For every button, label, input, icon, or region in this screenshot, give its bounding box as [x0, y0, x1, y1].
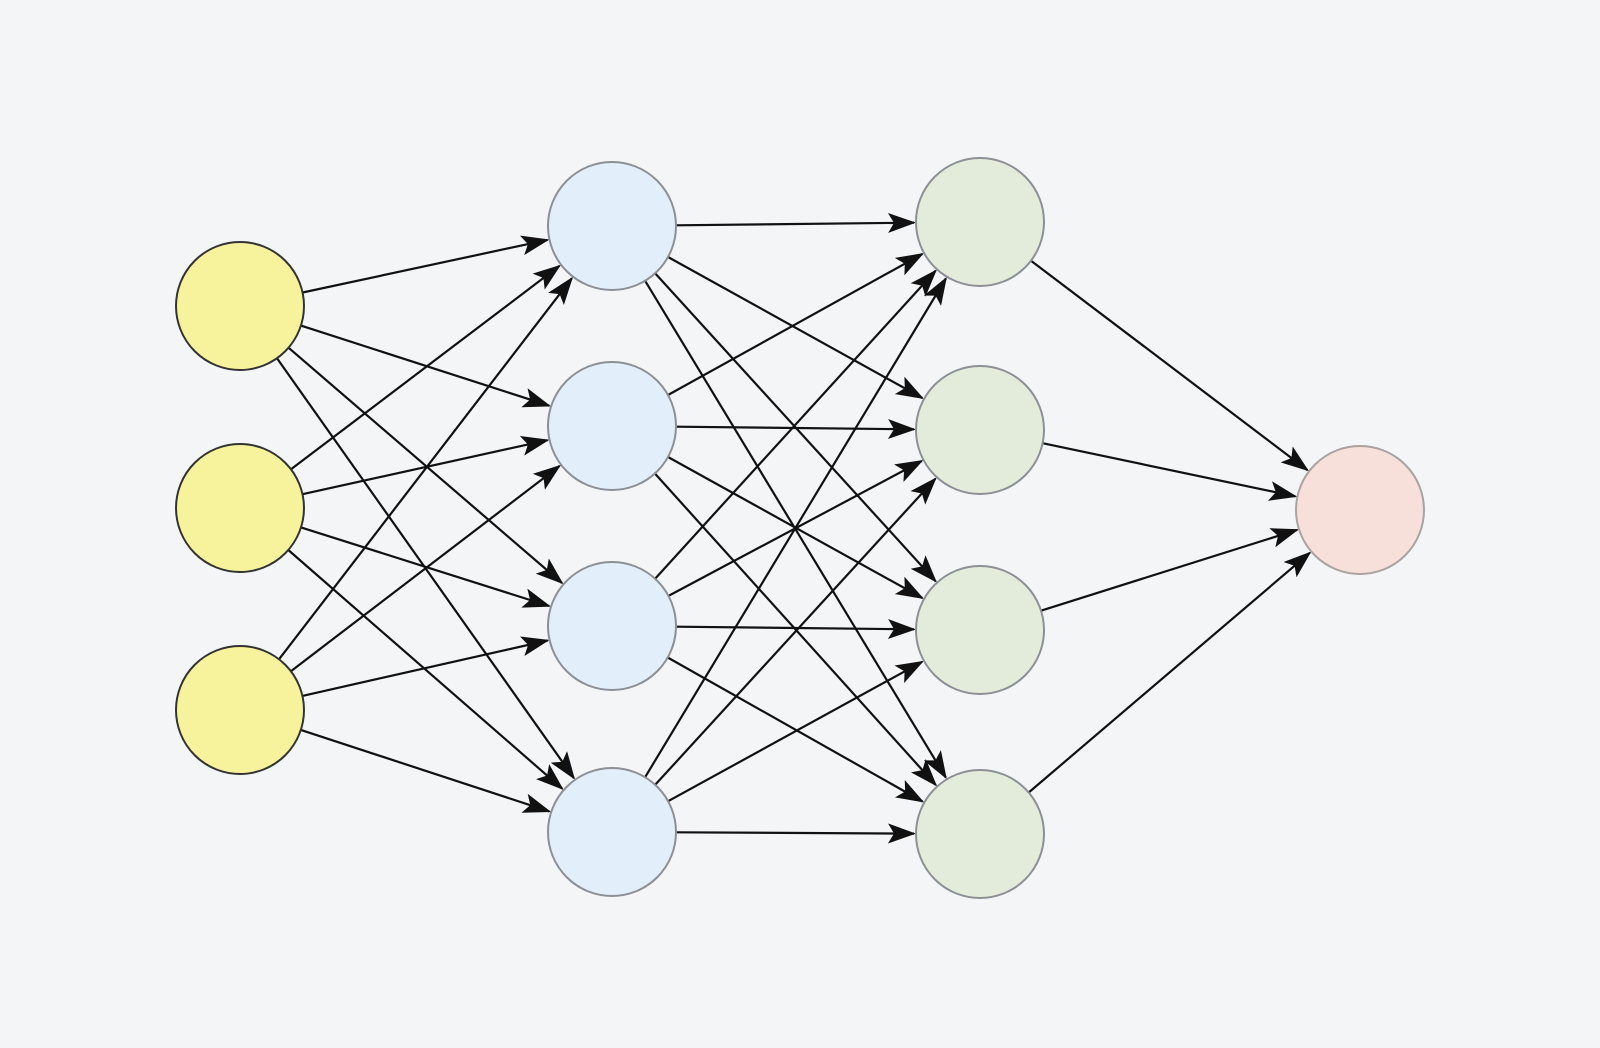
input-neuron-3 [175, 645, 305, 775]
edge-hidden1-4-to-hidden2-3 [667, 660, 924, 803]
edge-hidden1-2-to-hidden2-1 [667, 253, 925, 396]
neurons [175, 157, 1425, 899]
input-neuron-2 [175, 443, 305, 573]
edge-hidden2-4-to-output-1 [1027, 551, 1312, 794]
edge-hidden1-2-to-hidden2-2 [675, 419, 916, 440]
edge-input-1-to-hidden1-3 [287, 346, 564, 585]
edge-input-3-to-hidden1-3 [302, 636, 550, 697]
edge-hidden1-4-to-hidden2-4 [675, 823, 916, 844]
edge-input-2-to-hidden1-3 [300, 526, 552, 608]
edge-input-3-to-hidden1-2 [290, 464, 562, 673]
hidden2-neuron-4 [915, 769, 1045, 899]
edge-hidden1-2-to-hidden2-4 [654, 472, 938, 787]
edge-hidden1-4-to-hidden2-2 [654, 477, 937, 786]
edge-hidden1-3-to-hidden2-4 [667, 656, 925, 803]
hidden2-neuron-1 [915, 157, 1045, 287]
edge-input-3-to-hidden1-4 [300, 728, 552, 813]
edge-hidden2-2-to-output-1 [1042, 442, 1298, 501]
edge-input-1-to-hidden1-2 [300, 324, 552, 408]
edge-hidden2-3-to-output-1 [1040, 528, 1300, 612]
edge-input-1-to-hidden1-1 [302, 235, 550, 294]
edge-input-3-to-hidden1-1 [278, 276, 574, 660]
edge-hidden1-1-to-hidden2-1 [675, 212, 916, 233]
edge-hidden2-1-to-output-1 [1030, 259, 1309, 472]
edge-input-2-to-hidden1-2 [302, 436, 550, 496]
hidden2-neuron-3 [915, 565, 1045, 695]
hidden1-neuron-4 [547, 767, 677, 897]
edge-input-2-to-hidden1-4 [287, 549, 564, 791]
hidden1-neuron-1 [547, 161, 677, 291]
edge-hidden1-4-to-hidden2-1 [644, 276, 947, 778]
connections [276, 212, 1312, 844]
edge-hidden1-3-to-hidden2-1 [654, 269, 937, 580]
hidden1-neuron-2 [547, 361, 677, 491]
edge-hidden1-1-to-hidden2-2 [667, 256, 925, 399]
input-neuron-1 [175, 241, 305, 371]
hidden2-neuron-2 [915, 365, 1045, 495]
edge-input-2-to-hidden1-1 [290, 264, 561, 471]
output-neuron-1 [1295, 445, 1425, 575]
hidden1-neuron-3 [547, 561, 677, 691]
edge-hidden1-3-to-hidden2-3 [675, 619, 916, 640]
